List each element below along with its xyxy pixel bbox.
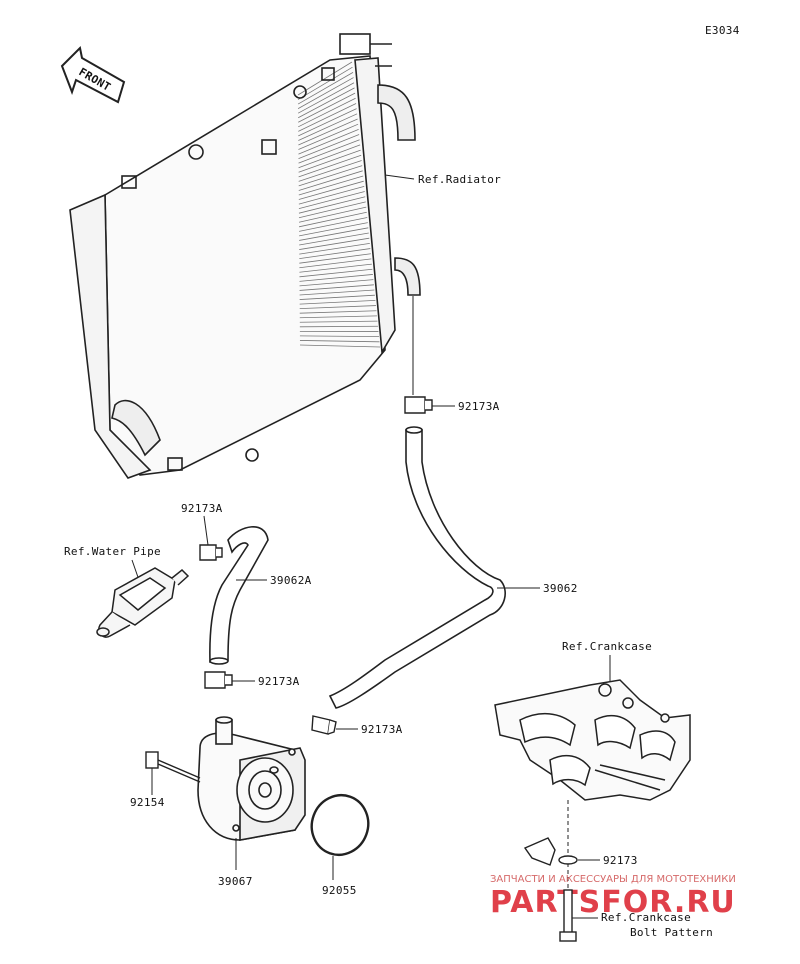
ref-radiator-label: Ref.Radiator: [418, 173, 501, 186]
bracket: [523, 837, 556, 866]
crankcase: [494, 679, 691, 801]
part-number-92154: 92154: [130, 796, 165, 809]
washer: [558, 855, 578, 865]
water-pipe-fitting: [96, 567, 190, 638]
ref-crankcase-bolt-pattern-line1: Ref.Crankcase: [601, 911, 691, 924]
hose-clamp: [311, 715, 337, 735]
ref-crankcase-bolt-pattern-line2: Bolt Pattern: [630, 926, 713, 939]
coolant-hose-long: [328, 426, 506, 709]
part-number-39062A: 39062A: [270, 574, 312, 587]
part-number-92173A-cooler: 92173A: [361, 723, 403, 736]
radiator: [69, 33, 421, 479]
part-number-92173A-left-bottom: 92173A: [258, 675, 300, 688]
ref-water-pipe-label: Ref.Water Pipe: [64, 545, 161, 558]
hose-clamp: [204, 671, 233, 689]
bolt: [145, 751, 201, 783]
part-number-92173A-left-top: 92173A: [181, 502, 223, 515]
watermark-line2: PARTSFOR.RU: [490, 885, 736, 920]
part-number-39062: 39062: [543, 582, 578, 595]
part-number-92173: 92173: [603, 854, 638, 867]
hose-clamp: [199, 544, 223, 561]
front-arrow-icon: FRONT: [60, 45, 126, 104]
hose-clamp: [404, 396, 433, 414]
ref-crankcase-label: Ref.Crankcase: [562, 640, 652, 653]
watermark-line1: ЗАПЧАСТИ И АКСЕССУАРЫ ДЛЯ МОТОТЕХНИКИ: [490, 874, 736, 885]
coolant-hose-short: [209, 526, 269, 665]
leader-ref-radiator: [384, 174, 415, 180]
part-number-92173A-upper: 92173A: [458, 400, 500, 413]
part-number-92055: 92055: [322, 884, 357, 897]
oil-cooler: [197, 716, 306, 841]
o-ring: [310, 794, 370, 856]
part-number-39067: 39067: [218, 875, 253, 888]
crankcase-bolt: [559, 889, 577, 942]
diagram-code: E3034: [705, 24, 740, 37]
